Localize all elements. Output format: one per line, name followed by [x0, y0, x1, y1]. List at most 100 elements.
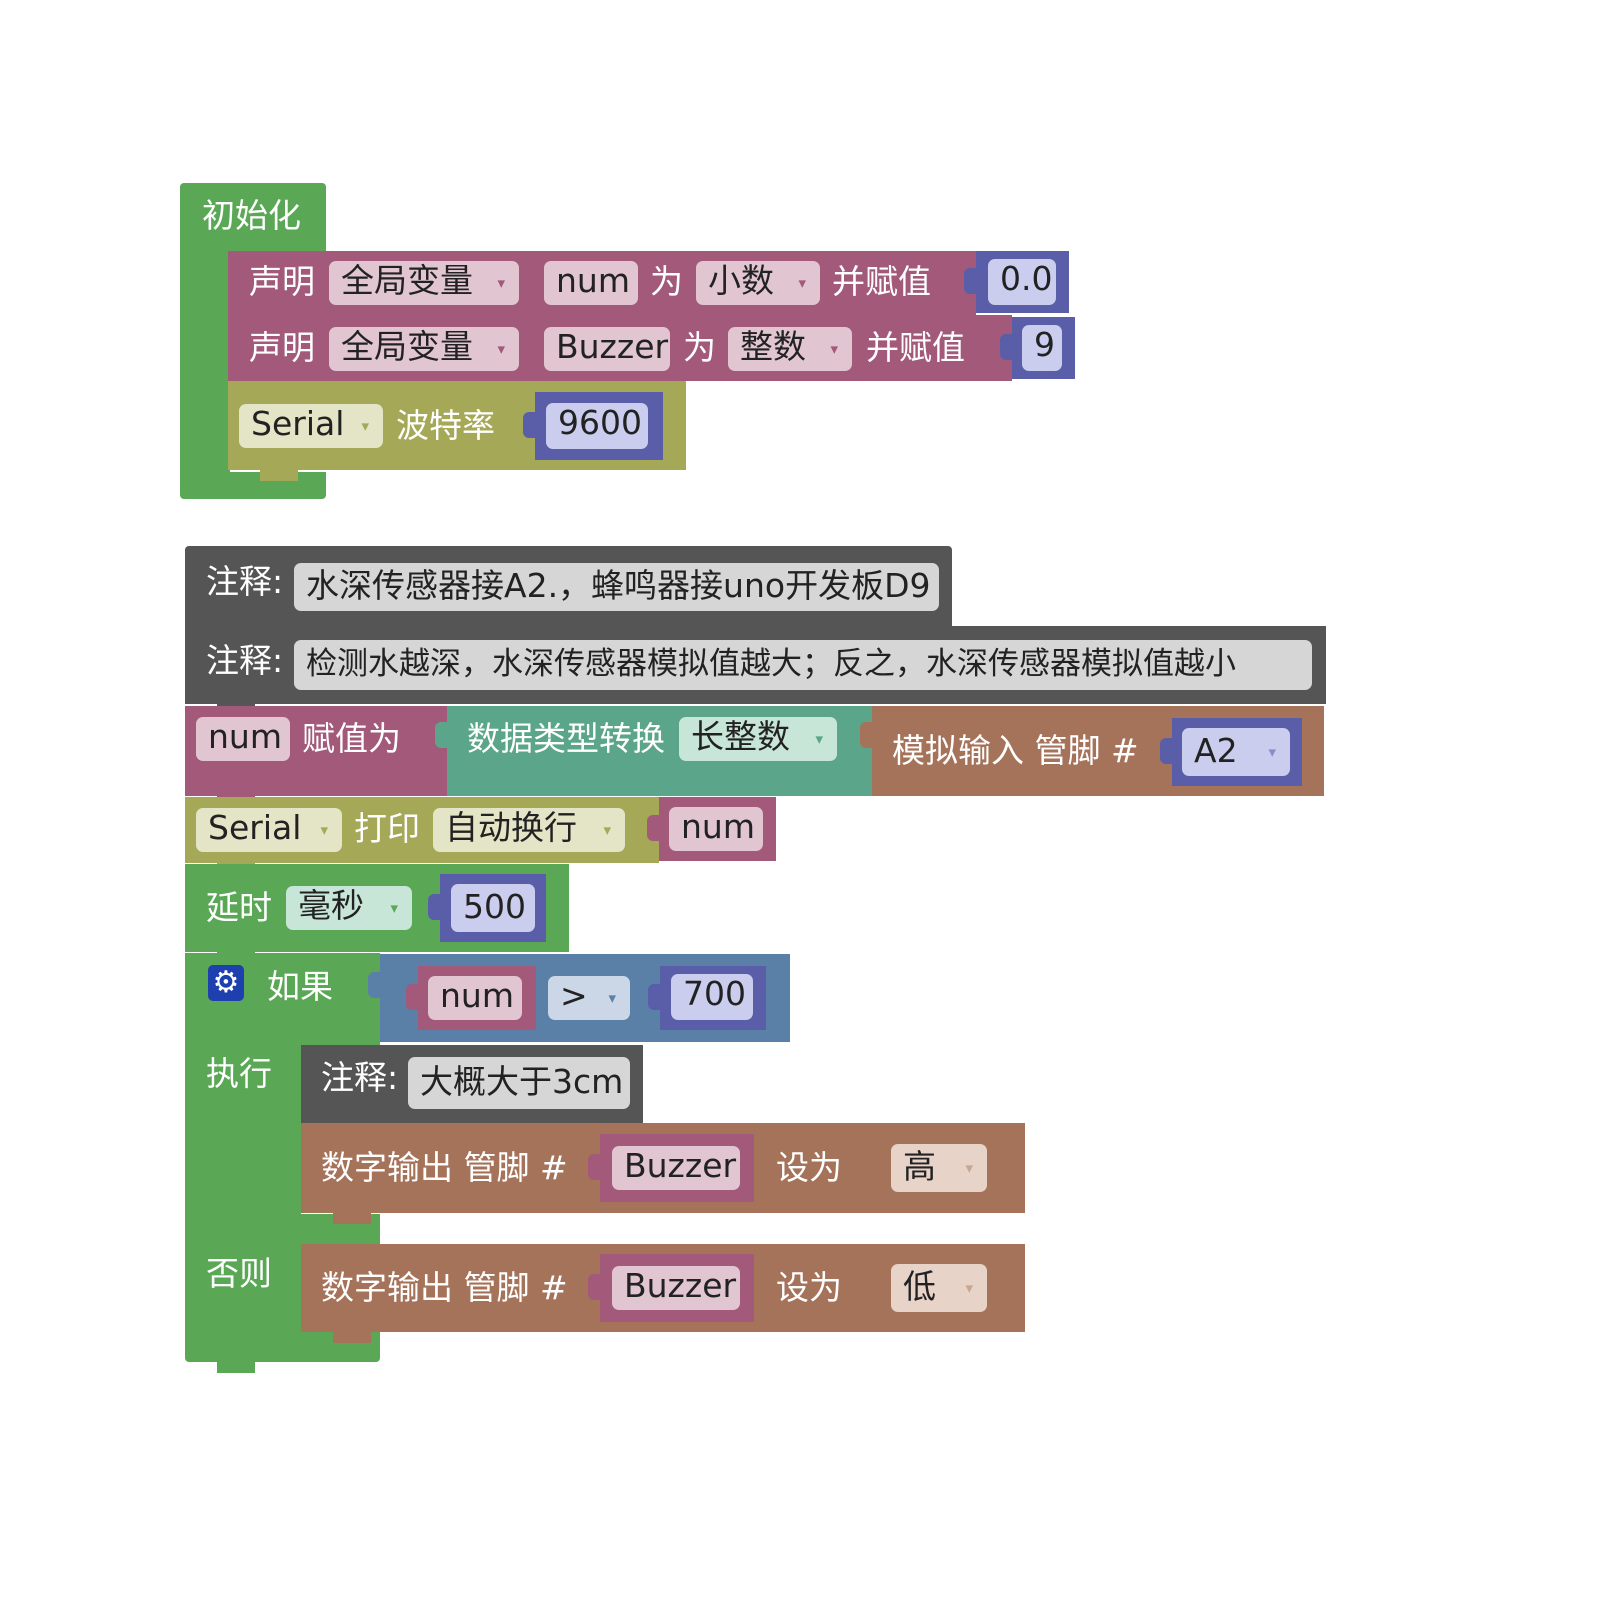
- connector-plug: [368, 972, 380, 998]
- chevron-down-icon: ▾: [320, 821, 328, 839]
- comment-label: 注释:: [206, 562, 284, 601]
- chevron-down-icon: ▾: [815, 730, 823, 748]
- var-name-field[interactable]: Buzzer: [544, 327, 670, 371]
- comment-text: 水深传感器接A2.，蜂鸣器接uno开发板D9: [306, 566, 931, 605]
- connector-plug: [435, 722, 447, 748]
- delay-value-field[interactable]: 500: [451, 884, 535, 932]
- declare-label: 声明: [249, 262, 315, 301]
- setup-header[interactable]: [180, 183, 326, 251]
- chevron-down-icon: ▾: [1268, 743, 1276, 761]
- digital-write-label: 数字输出 管脚 #: [321, 1148, 568, 1187]
- init-value: 9: [1034, 325, 1055, 364]
- connector-plug: [1000, 334, 1012, 360]
- analog-label: 模拟输入 管脚 #: [892, 731, 1139, 770]
- connector-plug: [406, 984, 418, 1010]
- gear-icon[interactable]: ⚙: [208, 965, 244, 1001]
- baud-value-field[interactable]: 9600: [546, 403, 648, 449]
- if-label: 如果: [267, 967, 333, 1006]
- connector-plug: [588, 1274, 600, 1300]
- cond-value-field[interactable]: 700: [671, 974, 753, 1020]
- serial-port-dropdown[interactable]: Serial ▾: [239, 404, 383, 448]
- var-name: Buzzer: [556, 327, 669, 366]
- digital-write-label: 数字输出 管脚 #: [321, 1268, 568, 1307]
- comment-label: 注释:: [321, 1058, 399, 1097]
- comment-text-field[interactable]: 检测水越深，水深传感器模拟值越大；反之，水深传感器模拟值越小: [294, 640, 1312, 690]
- connector-plug: [648, 984, 660, 1010]
- else-label: 否则: [206, 1254, 272, 1293]
- setup-spine: [180, 250, 230, 480]
- set-label: 设为: [776, 1268, 842, 1307]
- chevron-down-icon: ▾: [608, 989, 616, 1007]
- serial-port-value: Serial: [251, 404, 345, 443]
- if-spine: [185, 1044, 301, 1344]
- print-mode-dropdown[interactable]: 自动换行 ▾: [433, 808, 625, 852]
- scope-dropdown[interactable]: 全局变量 ▾: [329, 261, 519, 305]
- level-dropdown[interactable]: 高 ▾: [891, 1144, 987, 1192]
- do-label: 执行: [206, 1054, 272, 1093]
- assign-label: 并赋值: [832, 262, 931, 301]
- declare-label: 声明: [249, 328, 315, 367]
- baud-label: 波特率: [396, 406, 495, 445]
- cond-var-field[interactable]: num: [428, 976, 522, 1020]
- delay-unit-value: 毫秒: [298, 886, 364, 925]
- comment-text-field[interactable]: 水深传感器接A2.，蜂鸣器接uno开发板D9: [294, 563, 939, 611]
- scope-value: 全局变量: [341, 261, 473, 300]
- chevron-down-icon: ▾: [497, 274, 505, 292]
- pin-value: A2: [1194, 731, 1238, 770]
- delay-unit-dropdown[interactable]: 毫秒 ▾: [286, 886, 412, 930]
- init-value-field[interactable]: 0.0: [988, 259, 1056, 305]
- comment-text: 大概大于3cm: [420, 1062, 624, 1101]
- setup-footer: [180, 472, 326, 499]
- connector-plug: [868, 1154, 880, 1180]
- connector-plug: [523, 412, 535, 438]
- connector-plug: [868, 1274, 880, 1300]
- connector-plug: [647, 815, 659, 841]
- cond-value: 700: [683, 974, 746, 1013]
- assign-label: 赋值为: [302, 719, 401, 758]
- block-notch: [333, 1331, 371, 1343]
- operator-dropdown[interactable]: > ▾: [548, 976, 630, 1020]
- serial-port-dropdown[interactable]: Serial ▾: [196, 808, 342, 852]
- chevron-down-icon: ▾: [361, 417, 369, 435]
- level-dropdown[interactable]: 低 ▾: [891, 1264, 987, 1312]
- var-name: num: [208, 717, 282, 756]
- connector-plug: [588, 1154, 600, 1180]
- var-name-field[interactable]: num: [544, 261, 638, 305]
- convert-label: 数据类型转换: [467, 719, 665, 758]
- print-var-field[interactable]: num: [669, 807, 763, 851]
- write-pin-field[interactable]: Buzzer: [612, 1146, 740, 1190]
- type-dropdown[interactable]: 整数 ▾: [728, 327, 852, 371]
- pin-dropdown[interactable]: A2 ▾: [1182, 728, 1290, 776]
- comment-label: 注释:: [206, 641, 284, 680]
- block-notch: [333, 1212, 371, 1224]
- type-dropdown[interactable]: 小数 ▾: [696, 261, 820, 305]
- print-var: num: [681, 807, 755, 846]
- type-value: 整数: [740, 327, 806, 366]
- convert-type-dropdown[interactable]: 长整数 ▾: [679, 717, 837, 761]
- init-value: 0.0: [1000, 259, 1053, 298]
- type-value: 小数: [708, 261, 774, 300]
- var-name-field[interactable]: num: [196, 717, 290, 761]
- as-label: 为: [650, 262, 683, 301]
- connector-plug: [964, 268, 976, 294]
- chevron-down-icon: ▾: [830, 340, 838, 358]
- baud-value: 9600: [558, 403, 642, 442]
- chevron-down-icon: ▾: [497, 340, 505, 358]
- cond-var: num: [440, 976, 514, 1015]
- init-value-field[interactable]: 9: [1022, 325, 1062, 371]
- chevron-down-icon: ▾: [603, 821, 611, 839]
- delay-value: 500: [463, 887, 526, 926]
- write-pin: Buzzer: [624, 1146, 737, 1185]
- print-label: 打印: [354, 809, 420, 848]
- chevron-down-icon: ▾: [965, 1279, 973, 1297]
- block-notch: [260, 469, 298, 481]
- scope-dropdown[interactable]: 全局变量 ▾: [329, 327, 519, 371]
- chevron-down-icon: ▾: [965, 1159, 973, 1177]
- write-pin-field[interactable]: Buzzer: [612, 1266, 740, 1310]
- level-value: 低: [903, 1267, 936, 1306]
- print-mode-value: 自动换行: [445, 808, 577, 847]
- connector-plug: [1160, 738, 1172, 764]
- setup-title: 初始化: [202, 196, 301, 235]
- connector-plug: [428, 894, 440, 920]
- comment-text-field[interactable]: 大概大于3cm: [408, 1057, 630, 1109]
